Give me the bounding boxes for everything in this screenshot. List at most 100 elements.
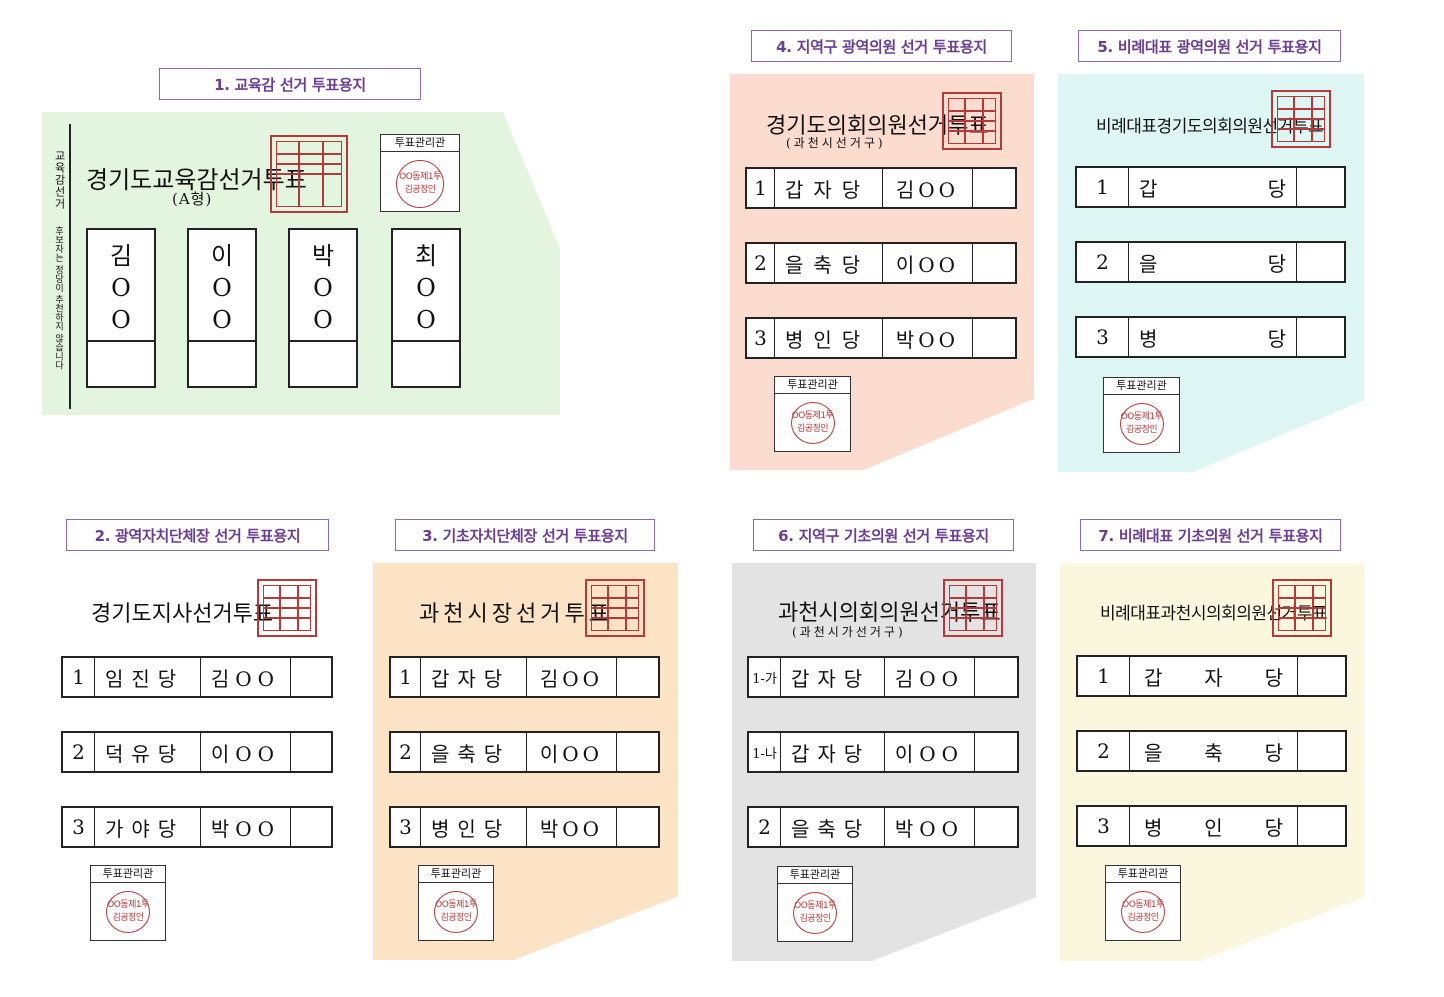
vote-box[interactable]: [291, 658, 331, 696]
party-char: 당: [1267, 176, 1286, 201]
candidate-name: 이OO: [883, 244, 973, 282]
ballot-title: 경기도지사선거투표: [91, 602, 274, 627]
manager-seal: OO동제1투 김공정인: [1119, 403, 1164, 445]
manager-seal: OO동제1투 김공정인: [1121, 891, 1165, 933]
cand-char: 박: [311, 241, 335, 270]
party-char: 자: [1204, 665, 1223, 690]
ballot-provincial-district: 경기도의회의원선거투표 (과천시선거구) 1 갑자당 김OO 2 을축당 이OO…: [730, 74, 1034, 470]
vote-box[interactable]: [973, 244, 1015, 282]
party-row: 3 병인당 박OO: [389, 806, 660, 848]
label-ballot-2: 2. 광역자치단체장 선거 투표용지: [66, 519, 329, 551]
cand-char: 최: [414, 241, 438, 270]
ballot-subtitle: (과천시가선거구): [792, 625, 906, 639]
vote-box[interactable]: [975, 733, 1017, 771]
side-note-main: 교육감선거: [53, 150, 66, 210]
vote-box[interactable]: [975, 808, 1017, 846]
candidate-name: 김OO: [201, 658, 291, 696]
cand-char: 김: [109, 241, 133, 270]
vote-box[interactable]: [975, 658, 1017, 696]
party-char: 병: [1139, 326, 1158, 351]
vote-box[interactable]: [617, 733, 658, 771]
label-ballot-1: 1. 교육감 선거 투표용지: [159, 68, 421, 100]
row-number: 2: [63, 733, 95, 771]
candidate-name: 김OO: [883, 169, 973, 207]
label-ballot-5: 5. 비례대표 광역의원 선거 투표용지: [1078, 30, 1341, 62]
party-name: 을축당: [775, 244, 883, 282]
party-name: 갑자당: [775, 169, 883, 207]
cand-char: O: [313, 306, 333, 335]
seal-line-1: OO동제1투: [1120, 412, 1163, 422]
cand-char: O: [212, 274, 232, 303]
official-seal: [270, 135, 348, 213]
party-row: 2 을축당 이OO: [745, 242, 1017, 284]
party-char: 당: [1267, 251, 1286, 276]
manager-title: 투표관리관: [381, 135, 459, 152]
label-ballot-3: 3. 기초자치단체장 선거 투표용지: [395, 519, 655, 551]
vote-box[interactable]: [617, 808, 658, 846]
manager-title: 투표관리관: [775, 377, 850, 394]
cand-char: O: [212, 306, 232, 335]
election-manager-box: 투표관리관 OO동제1투 김공정인: [1103, 377, 1180, 453]
vote-box[interactable]: [291, 808, 331, 846]
candidate-name: 이OO: [201, 733, 291, 771]
party-row: 3 가야당 박OO: [61, 806, 333, 848]
label-ballot-7: 7. 비례대표 기초의원 선거 투표용지: [1080, 519, 1341, 551]
election-manager-box: 투표관리관 OO동제1투 김공정인: [90, 865, 166, 941]
ballot-subtitle: (과천시선거구): [786, 136, 886, 150]
party-row: 1-나 갑자당 이OO: [747, 731, 1019, 773]
official-seal: [257, 579, 317, 637]
row-number: 1-나: [749, 733, 781, 771]
vote-box[interactable]: [1297, 318, 1344, 356]
row-number: 3: [1078, 807, 1130, 845]
party-row: 2 을축당 박OO: [747, 806, 1019, 848]
manager-seal: OO동제1투 김공정인: [434, 891, 478, 933]
seal-line-1: OO동제1투: [107, 900, 149, 910]
ballot-title: 비례대표과천시의회의원선거투표: [1100, 604, 1328, 624]
vote-box[interactable]: [1297, 243, 1344, 281]
candidate-name: 이OO: [527, 733, 617, 771]
vote-box[interactable]: [617, 658, 658, 696]
ballot-governor: 경기도지사선거투표 1 임진당 김OO 2 덕유당 이OO 3 가야당 박OO …: [45, 563, 350, 960]
vote-box[interactable]: [1297, 168, 1344, 206]
seal-line-2: 김공정인: [440, 913, 472, 923]
row-number: 2: [391, 733, 421, 771]
manager-title: 투표관리관: [91, 866, 165, 883]
party-name: 덕유당: [95, 733, 201, 771]
vote-box[interactable]: [291, 733, 331, 771]
row-number: 1: [391, 658, 421, 696]
party-name: 갑자당: [421, 658, 527, 696]
party-name: 을축당: [781, 808, 885, 846]
party-char: 당: [1267, 326, 1286, 351]
party-name: 병인당: [775, 319, 883, 357]
party-name: 갑자당: [781, 733, 885, 771]
row-number: 3: [63, 808, 95, 846]
vote-box[interactable]: [1298, 732, 1345, 770]
manager-seal: OO동제1투 김공정인: [106, 891, 150, 933]
election-manager-box: 투표관리관 OO동제1투 김공정인: [1105, 865, 1181, 941]
party-char: 갑: [1144, 665, 1163, 690]
cand-char: O: [416, 306, 436, 335]
manager-title: 투표관리관: [1106, 866, 1180, 883]
party-row: 2 덕유당 이OO: [61, 731, 333, 773]
row-number: 2: [747, 244, 775, 282]
vote-box[interactable]: [973, 319, 1015, 357]
party-char: 갑: [1139, 176, 1158, 201]
ballot-subtitle: (A형): [172, 190, 213, 208]
cand-char: O: [416, 274, 436, 303]
party-char: 을: [1139, 251, 1158, 276]
row-number: 3: [1077, 318, 1129, 356]
official-seal: [943, 579, 1003, 637]
vote-box[interactable]: [973, 169, 1015, 207]
election-manager-box: 투표관리관 OO동제1투 김공정인: [380, 134, 460, 212]
ballot-title: 비례대표경기도의회의원선거투표: [1096, 117, 1324, 137]
ballot-city-district: 과천시의회의원선거투표 (과천시가선거구) 1-가 갑자당 김OO 1-나 갑자…: [732, 563, 1036, 961]
vote-box[interactable]: [1298, 807, 1345, 845]
vote-box[interactable]: [1298, 657, 1345, 695]
row-number: 1: [747, 169, 775, 207]
row-number: 1: [63, 658, 95, 696]
cand-char: O: [111, 306, 131, 335]
